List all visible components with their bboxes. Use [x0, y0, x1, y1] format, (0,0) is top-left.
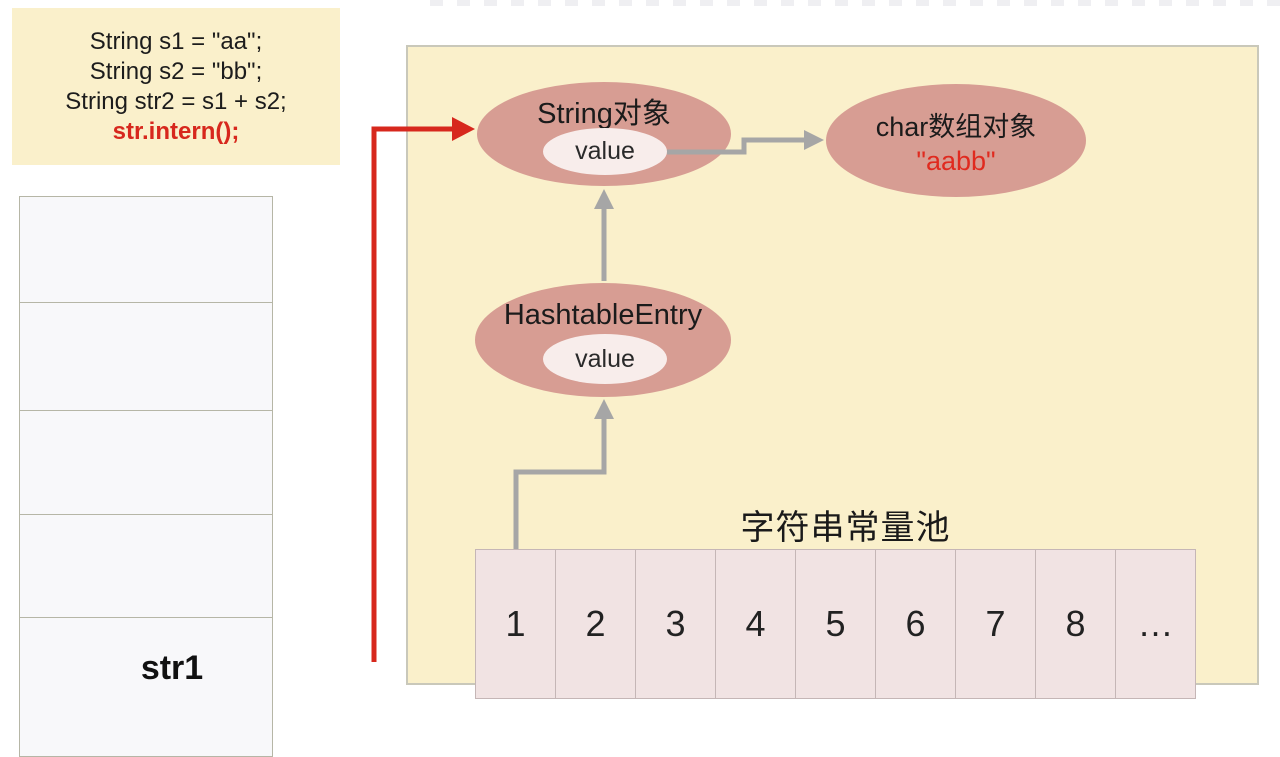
code-block: String s1 = "aa"; String s2 = "bb"; Stri…: [12, 8, 340, 165]
pool-cell-1: 1: [475, 549, 556, 699]
constant-pool-title: 字符串常量池: [740, 509, 951, 547]
code-line-2: String s2 = "bb";: [89, 57, 263, 85]
char-array-value: "aabb": [916, 145, 996, 176]
pool-cell-4: 4: [715, 549, 796, 699]
stack-box-4: [19, 514, 273, 618]
code-line-1: String s1 = "aa";: [89, 27, 263, 55]
stack-box-5: str1: [19, 617, 273, 757]
pool-cell-8: 8: [1035, 549, 1116, 699]
stack-variable-label: str1: [140, 649, 204, 687]
stack-box-1: [19, 196, 273, 303]
pool-cell-3: 3: [635, 549, 716, 699]
hashtable-entry-title: HashtableEntry: [503, 299, 703, 331]
string-object-node: String对象 value: [477, 82, 731, 186]
stack-box-2: [19, 302, 273, 411]
hashtable-entry-node: HashtableEntry value: [475, 283, 731, 397]
hashtable-entry-value-field: value: [543, 334, 667, 384]
pool-cell-5: 5: [795, 549, 876, 699]
pool-cell-7: 7: [955, 549, 1036, 699]
code-line-intern: str.intern();: [112, 117, 240, 145]
pool-cell-ellipsis: …: [1115, 549, 1196, 699]
code-line-3: String str2 = s1 + s2;: [65, 87, 287, 115]
cropped-top-row: [430, 0, 1280, 6]
string-object-value-field: value: [543, 128, 667, 175]
stack-box-3: [19, 410, 273, 515]
char-array-title: char数组对象: [875, 111, 1037, 142]
constant-pool-row: 1 2 3 4 5 6 7 8 …: [475, 549, 1196, 699]
string-object-title: String对象: [537, 98, 671, 130]
char-array-node: char数组对象 "aabb": [826, 84, 1086, 197]
pool-cell-6: 6: [875, 549, 956, 699]
pool-cell-2: 2: [555, 549, 636, 699]
stack-frame-column: str1: [19, 196, 273, 757]
